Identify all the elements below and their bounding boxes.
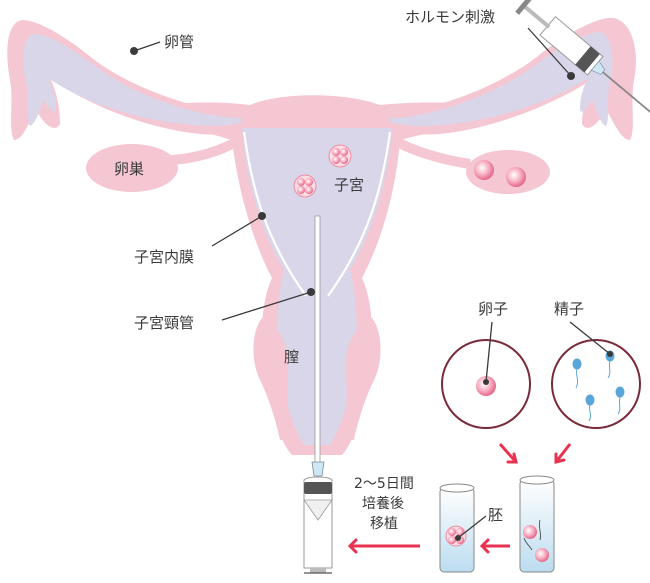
- arrow-icon: [347, 443, 572, 554]
- syringe-plunger-rod: [523, 5, 551, 29]
- vaginal-wall-left: [253, 318, 292, 440]
- sperm-panel-circle: [551, 339, 641, 429]
- right-oviduct-inner: [390, 32, 613, 126]
- culture-line-3: 移植: [370, 516, 398, 532]
- follicle-1: [474, 160, 494, 180]
- syringe-tip: [590, 60, 606, 75]
- culture-line-1: 2～5日間: [354, 476, 414, 492]
- label-vagina: 膣: [284, 348, 299, 366]
- oviduct-label: 卵管: [164, 33, 194, 51]
- embryo-label: 胚: [488, 506, 503, 524]
- egg-label: 卵子: [478, 300, 508, 318]
- syringe-plunger-cap: [515, 0, 532, 15]
- catheter-plunger: [303, 499, 333, 521]
- syringe-band: [575, 46, 600, 73]
- catheter-syringe-icon: [303, 215, 333, 574]
- right-ovary-ligament: [391, 135, 471, 169]
- culture-tube: [439, 483, 487, 573]
- test-tube-icon: [519, 475, 555, 573]
- catheter-end: [310, 568, 326, 573]
- uterus-label: 子宮: [334, 176, 364, 194]
- embryo-in-uterus-2: [293, 174, 317, 198]
- ovary-label: 卵巣: [114, 160, 144, 178]
- label-hormone: ホルモン刺激: [405, 8, 575, 80]
- sperm-label: 精子: [554, 300, 584, 318]
- culture-line-2: 培養後: [362, 495, 404, 512]
- follicle-2: [506, 167, 526, 187]
- syringe-icon: [515, 0, 650, 149]
- egg-cell-icon: [476, 376, 496, 396]
- label-oviduct: 卵管: [130, 33, 194, 55]
- catheter-tube: [314, 215, 321, 467]
- label-ovary: 卵巣: [114, 160, 144, 178]
- label-cervical-canal: 子宮頸管: [134, 288, 315, 332]
- arrow-egg-to-tube: [498, 443, 518, 463]
- catheter-hub: [311, 461, 325, 477]
- catheter-band: [304, 482, 332, 494]
- egg-panel: 卵子: [441, 300, 531, 429]
- sperm-panel: 精子: [551, 300, 641, 429]
- left-oviduct-inner: [23, 34, 242, 126]
- syringe-needle: [602, 71, 650, 149]
- endometrium-label: 子宮内膜: [134, 248, 194, 266]
- uterus-anatomy: [7, 17, 636, 455]
- label-uterus: 子宮: [334, 176, 364, 194]
- cervical-canal-label: 子宮頸管: [134, 314, 194, 332]
- embryo-in-uterus-1: [328, 144, 352, 168]
- culture-instructions: 2～5日間 培養後 移植: [354, 476, 414, 532]
- left-ovary: [86, 144, 178, 192]
- vagina-label: 膣: [284, 348, 299, 366]
- endometrium-line-right: [327, 131, 392, 297]
- label-endometrium: 子宮内膜: [134, 212, 266, 266]
- vaginal-wall-right: [342, 318, 381, 440]
- arrow-sperm-to-tube: [554, 443, 572, 463]
- hormone-label: ホルモン刺激: [405, 8, 495, 26]
- left-ovary-ligament: [171, 135, 243, 165]
